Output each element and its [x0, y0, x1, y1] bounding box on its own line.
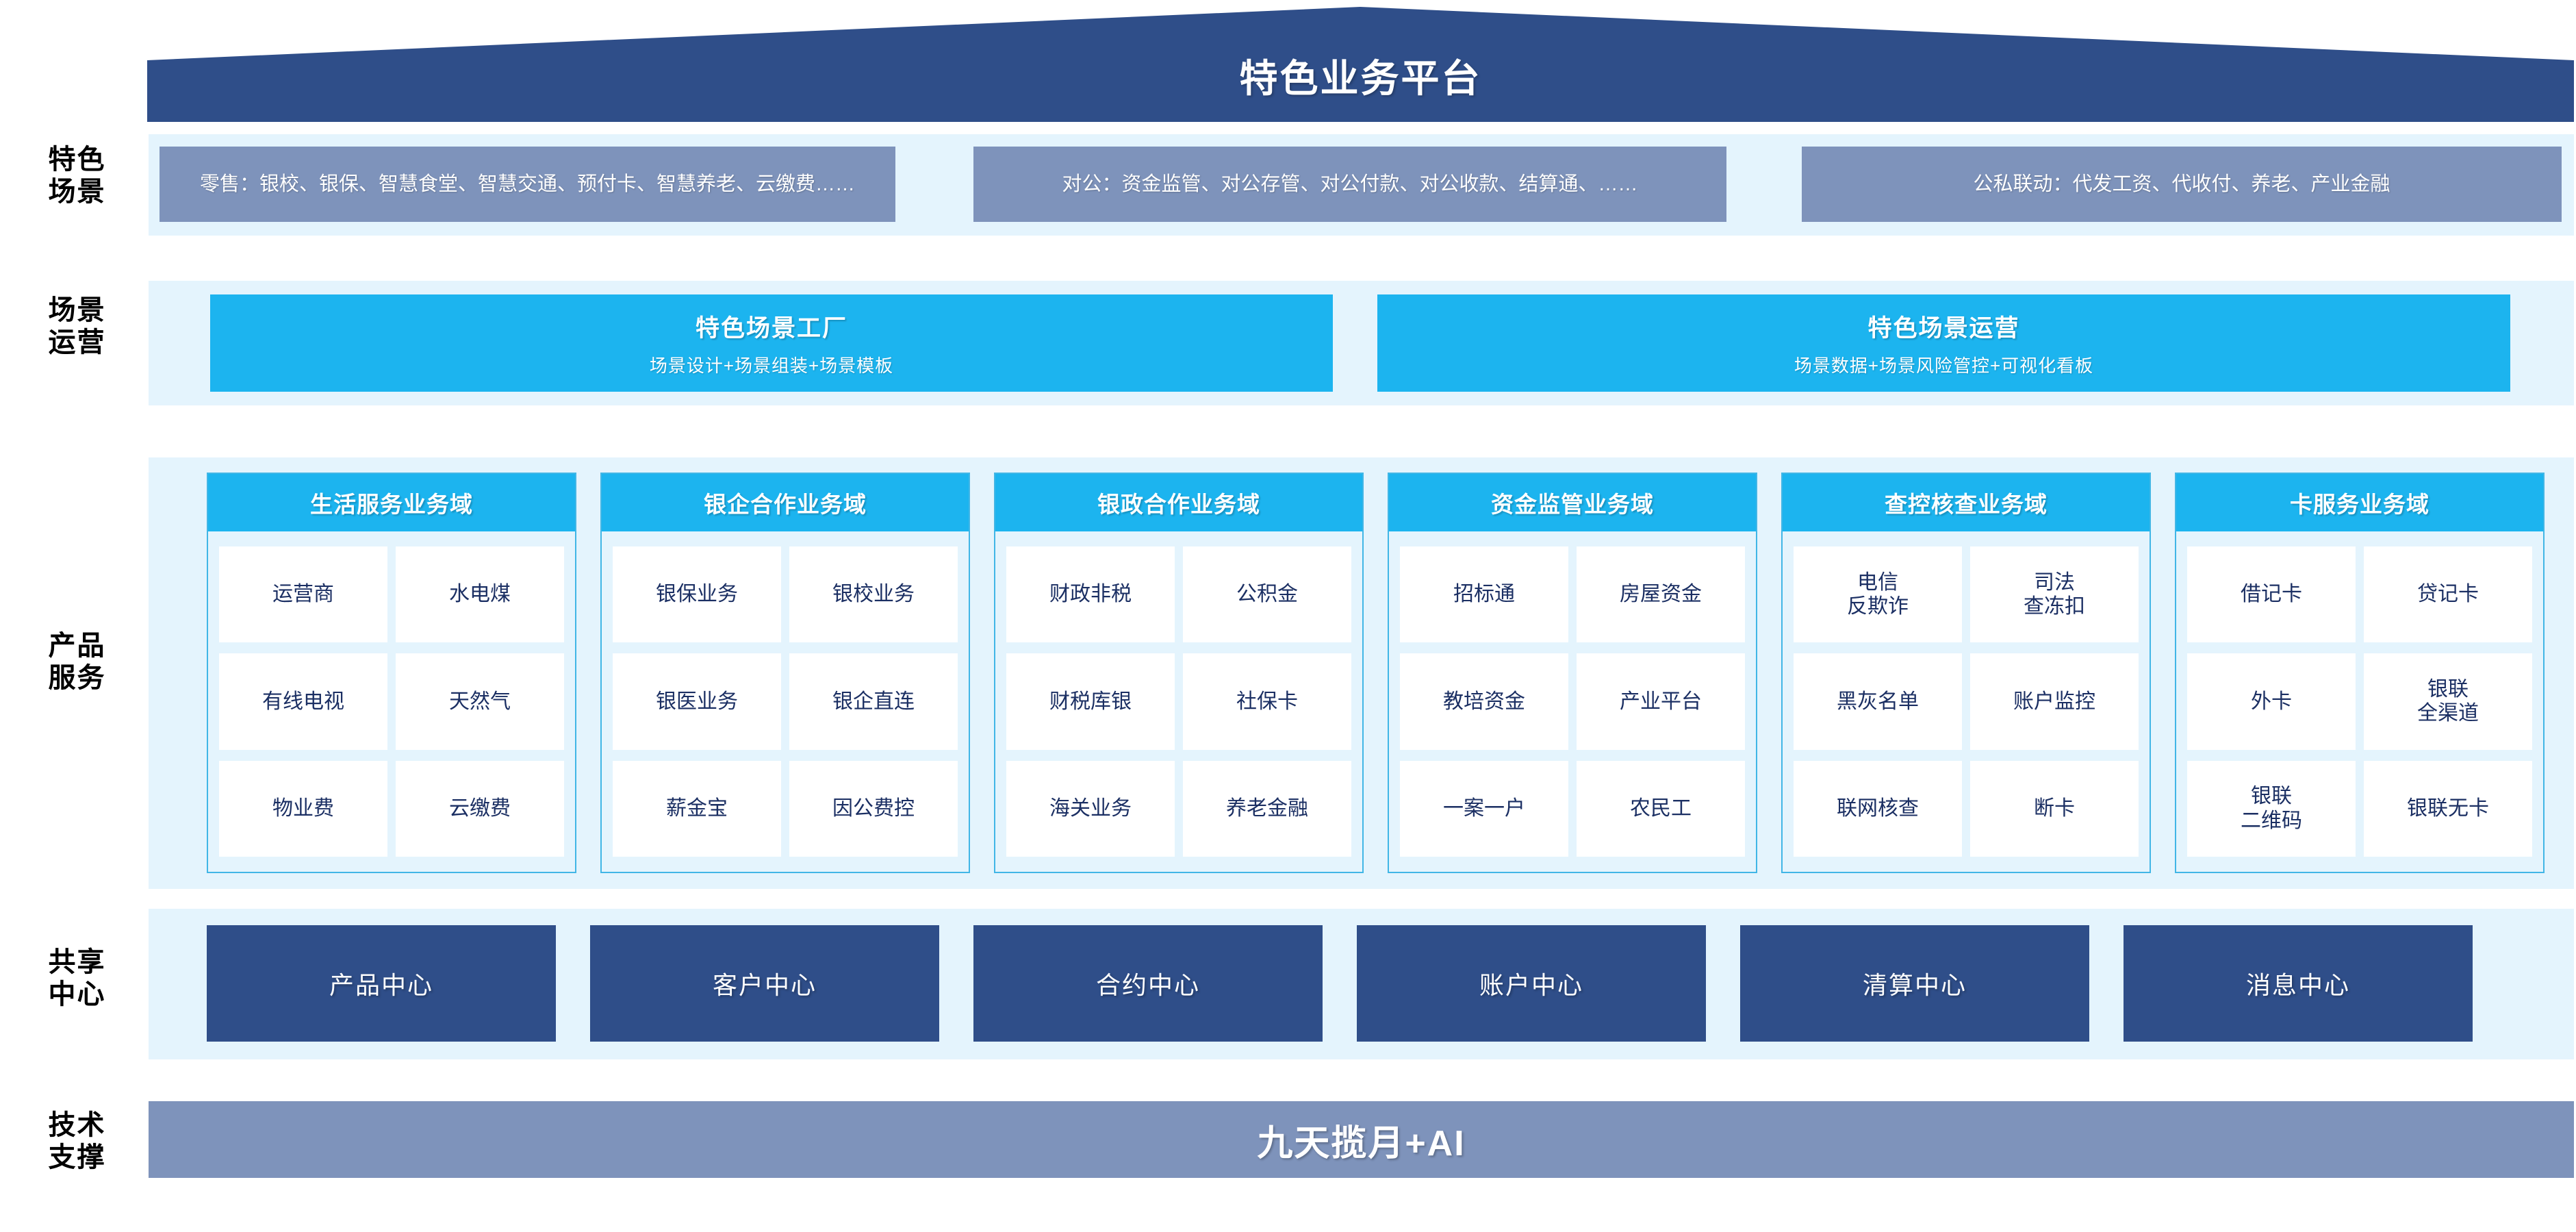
- center-box-product[interactable]: 产品中心: [207, 925, 556, 1042]
- row-label-products: 产品 服务: [48, 631, 106, 694]
- domain-cells: 电信 反欺诈 司法 查冻扣 黑灰名单 账户监控 联网核查 断卡: [1783, 531, 2150, 872]
- center-box-message[interactable]: 消息中心: [2124, 925, 2473, 1042]
- domain-cell[interactable]: 招标通: [1400, 546, 1568, 643]
- operation-panel: 特色场景工厂 场景设计+场景组装+场景模板 特色场景运营 场景数据+场景风险管控…: [149, 281, 2574, 405]
- domain-cells: 银保业务 银校业务 银医业务 银企直连 薪金宝 因公费控: [602, 531, 969, 872]
- domain-cell[interactable]: 养老金融: [1183, 760, 1351, 857]
- domain-bank-enterprise[interactable]: 银企合作业务域 银保业务 银校业务 银医业务 银企直连 薪金宝 因公费控: [600, 473, 970, 873]
- domain-title: 银政合作业务域: [995, 474, 1362, 531]
- tech-support-label: 九天揽月+AI: [1257, 1123, 1466, 1164]
- row-label-tech-support: 技术 支撑: [48, 1110, 106, 1173]
- domain-cell[interactable]: 银校业务: [789, 546, 958, 643]
- scenarios-panel: 零售：银校、银保、智慧食堂、智慧交通、预付卡、智慧养老、云缴费…… 对公：资金监…: [149, 134, 2574, 236]
- domain-cells: 财政非税 公积金 财税库银 社保卡 海关业务 养老金融: [995, 531, 1362, 872]
- domain-cell[interactable]: 借记卡: [2187, 546, 2356, 643]
- domain-cell[interactable]: 有线电视: [219, 653, 387, 750]
- domain-cell[interactable]: 账户监控: [1970, 653, 2139, 750]
- domain-cell[interactable]: 云缴费: [396, 760, 564, 857]
- row-label-scenarios: 特色 场景: [48, 144, 106, 208]
- domain-cell[interactable]: 农民工: [1577, 760, 1745, 857]
- operation-factory-subtitle: 场景设计+场景组装+场景模板: [649, 355, 894, 376]
- domain-cell[interactable]: 社保卡: [1183, 653, 1351, 750]
- scenario-box-retail[interactable]: 零售：银校、银保、智慧食堂、智慧交通、预付卡、智慧养老、云缴费……: [160, 147, 895, 222]
- center-box-contract[interactable]: 合约中心: [973, 925, 1323, 1042]
- operation-operations-subtitle: 场景数据+场景风险管控+可视化看板: [1794, 355, 2094, 376]
- domain-cell[interactable]: 教培资金: [1400, 653, 1568, 750]
- domain-cell[interactable]: 产业平台: [1577, 653, 1745, 750]
- center-box-account[interactable]: 账户中心: [1357, 925, 1706, 1042]
- domain-cell[interactable]: 一案一户: [1400, 760, 1568, 857]
- domain-title: 查控核查业务域: [1783, 474, 2150, 531]
- domain-cell[interactable]: 运营商: [219, 546, 387, 643]
- shared-centers-panel: 产品中心 客户中心 合约中心 账户中心 清算中心 消息中心: [149, 909, 2574, 1059]
- domain-cell[interactable]: 贷记卡: [2364, 546, 2532, 643]
- domain-bank-government[interactable]: 银政合作业务域 财政非税 公积金 财税库银 社保卡 海关业务 养老金融: [994, 473, 1364, 873]
- domain-cell[interactable]: 黑灰名单: [1794, 653, 1962, 750]
- domain-cell[interactable]: 因公费控: [789, 760, 958, 857]
- domain-fund-supervision[interactable]: 资金监管业务域 招标通 房屋资金 教培资金 产业平台 一案一户 农民工: [1388, 473, 1757, 873]
- domain-cell[interactable]: 物业费: [219, 760, 387, 857]
- domain-investigation[interactable]: 查控核查业务域 电信 反欺诈 司法 查冻扣 黑灰名单 账户监控 联网核查 断卡: [1781, 473, 2151, 873]
- page-title: 特色业务平台: [1239, 57, 1482, 100]
- domain-cell[interactable]: 公积金: [1183, 546, 1351, 643]
- domain-cell[interactable]: 天然气: [396, 653, 564, 750]
- domain-title: 卡服务业务域: [2176, 474, 2543, 531]
- domain-cell[interactable]: 房屋资金: [1577, 546, 1745, 643]
- domain-cell[interactable]: 联网核查: [1794, 760, 1962, 857]
- row-label-shared-centers: 共享 中心: [48, 947, 106, 1010]
- domain-title: 银企合作业务域: [602, 474, 969, 531]
- domain-title: 资金监管业务域: [1389, 474, 1756, 531]
- platform-roof: 特色业务平台: [147, 7, 2574, 122]
- domain-life-service[interactable]: 生活服务业务域 运营商 水电煤 有线电视 天然气 物业费 云缴费: [207, 473, 576, 873]
- domain-cell[interactable]: 薪金宝: [613, 760, 781, 857]
- domain-cell[interactable]: 银保业务: [613, 546, 781, 643]
- domain-cell[interactable]: 财政非税: [1006, 546, 1175, 643]
- center-box-clearing[interactable]: 清算中心: [1740, 925, 2089, 1042]
- roof-shape: [147, 7, 2574, 122]
- domain-cells: 借记卡 贷记卡 外卡 银联 全渠道 银联 二维码 银联无卡: [2176, 531, 2543, 872]
- domain-cell[interactable]: 银联 全渠道: [2364, 653, 2532, 750]
- domain-cell[interactable]: 司法 查冻扣: [1970, 546, 2139, 643]
- domain-cell[interactable]: 银企直连: [789, 653, 958, 750]
- domain-cell[interactable]: 水电煤: [396, 546, 564, 643]
- row-label-operation: 场景 运营: [48, 295, 106, 358]
- domain-cell[interactable]: 银联 二维码: [2187, 760, 2356, 857]
- operation-box-operations[interactable]: 特色场景运营 场景数据+场景风险管控+可视化看板: [1377, 294, 2510, 392]
- domain-cells: 招标通 房屋资金 教培资金 产业平台 一案一户 农民工: [1389, 531, 1756, 872]
- domain-cell[interactable]: 外卡: [2187, 653, 2356, 750]
- domain-cell[interactable]: 银联无卡: [2364, 760, 2532, 857]
- center-box-customer[interactable]: 客户中心: [590, 925, 939, 1042]
- tech-support-bar[interactable]: 九天揽月+AI: [149, 1101, 2574, 1178]
- domain-cell[interactable]: 财税库银: [1006, 653, 1175, 750]
- domain-cells: 运营商 水电煤 有线电视 天然气 物业费 云缴费: [208, 531, 575, 872]
- operation-factory-title: 特色场景工厂: [695, 315, 847, 342]
- operation-box-factory[interactable]: 特色场景工厂 场景设计+场景组装+场景模板: [210, 294, 1333, 392]
- domain-title: 生活服务业务域: [208, 474, 575, 531]
- scenario-box-linkage[interactable]: 公私联动：代发工资、代收付、养老、产业金融: [1802, 147, 2562, 222]
- operation-operations-title: 特色场景运营: [1867, 315, 2020, 342]
- domain-card-service[interactable]: 卡服务业务域 借记卡 贷记卡 外卡 银联 全渠道 银联 二维码 银联无卡: [2175, 473, 2545, 873]
- domain-cell[interactable]: 银医业务: [613, 653, 781, 750]
- domain-cell[interactable]: 海关业务: [1006, 760, 1175, 857]
- domain-cell[interactable]: 电信 反欺诈: [1794, 546, 1962, 643]
- scenario-box-corporate[interactable]: 对公：资金监管、对公存管、对公付款、对公收款、结算通、……: [973, 147, 1726, 222]
- product-service-panel: 生活服务业务域 运营商 水电煤 有线电视 天然气 物业费 云缴费 银企合作业务域…: [149, 457, 2574, 889]
- domain-cell[interactable]: 断卡: [1970, 760, 2139, 857]
